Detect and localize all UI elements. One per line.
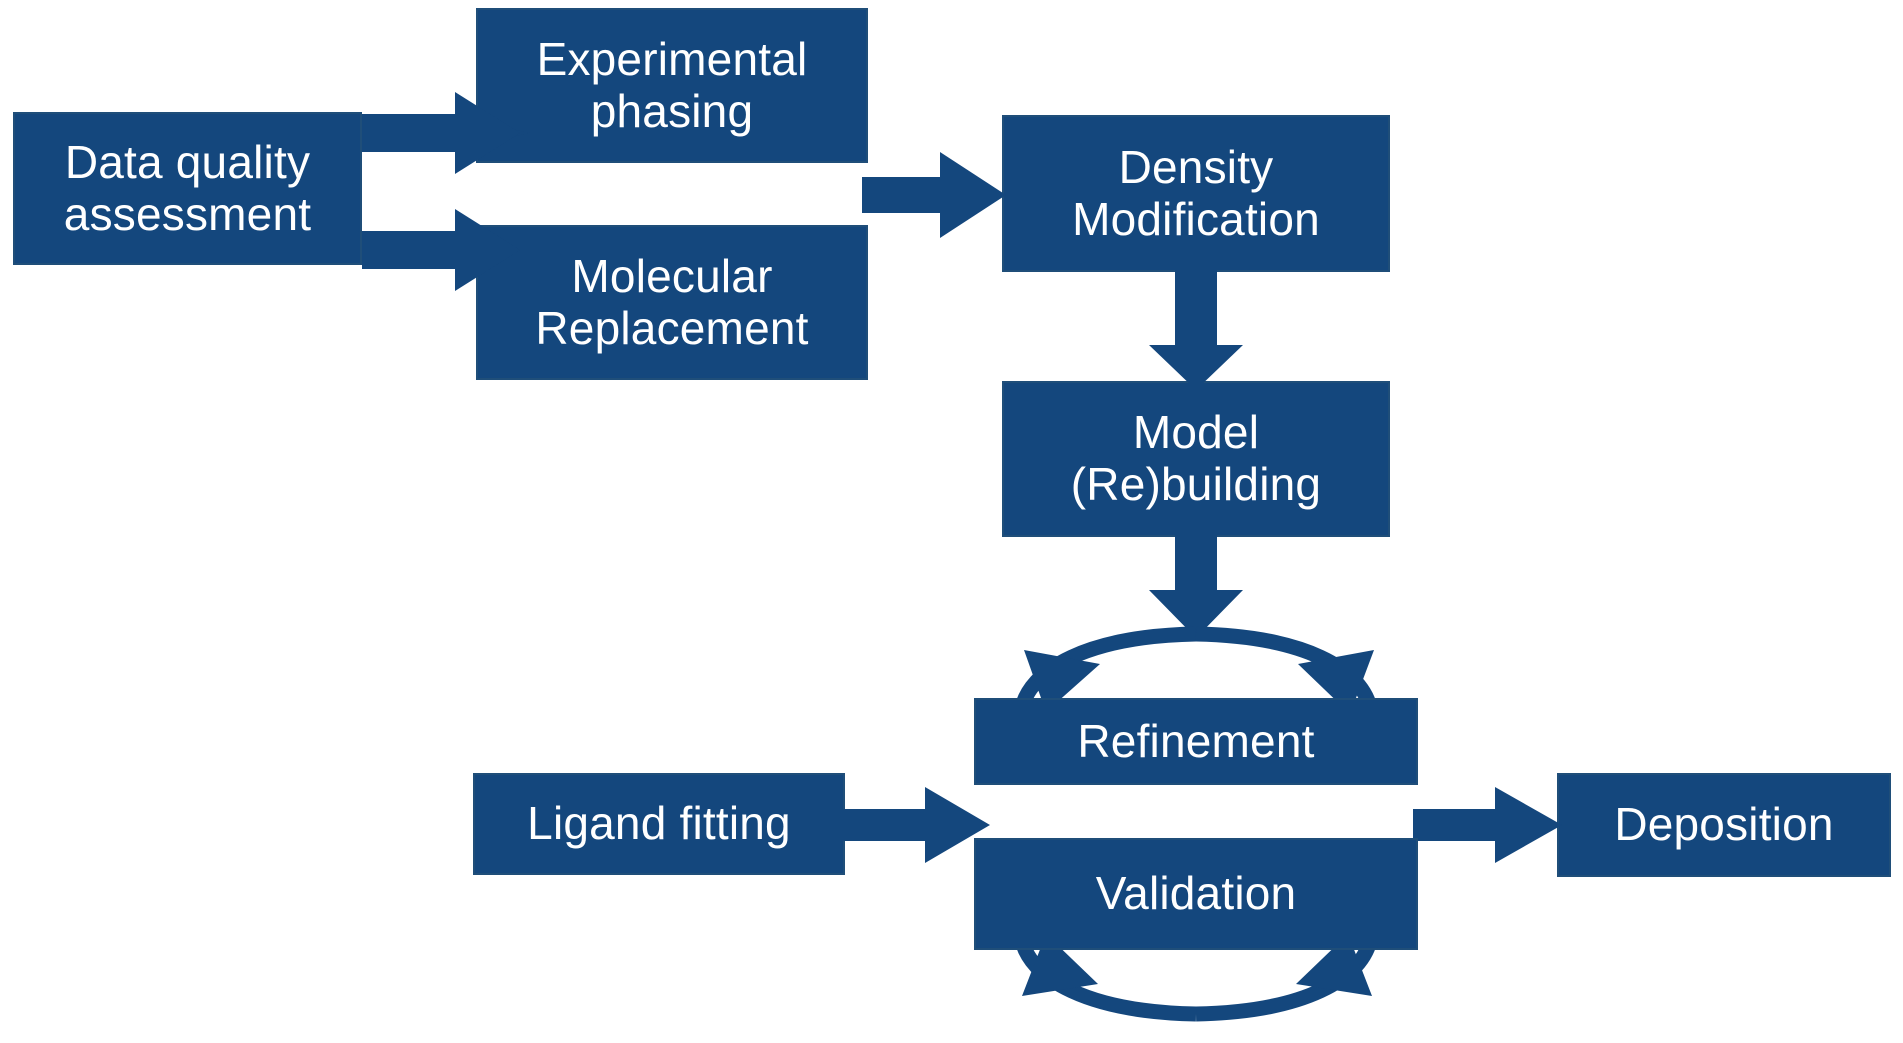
node-data-quality-assessment[interactable]: Data quality assessment (13, 112, 362, 265)
arrow-density-modification-to-model-rebuilding (1149, 268, 1243, 390)
node-molecular-replacement[interactable]: Molecular Replacement (476, 225, 868, 380)
arrow-cycle-to-deposition (1413, 787, 1562, 863)
node-validation[interactable]: Validation (974, 838, 1418, 950)
arrow-model-rebuilding-to-cycle (1149, 533, 1243, 638)
node-refinement[interactable]: Refinement (974, 698, 1418, 785)
arrow-phasing-to-density-modification (862, 152, 1006, 238)
arrow-dqa-to-experimental-phasing (362, 92, 530, 174)
node-ligand-fitting[interactable]: Ligand fitting (473, 773, 845, 875)
node-density-modification[interactable]: Density Modification (1002, 115, 1390, 272)
arrow-ligand-fitting-to-cycle (843, 787, 990, 863)
arrow-dqa-to-molecular-replacement (362, 209, 520, 291)
node-experimental-phasing[interactable]: Experimental phasing (476, 8, 868, 163)
node-deposition[interactable]: Deposition (1557, 773, 1891, 877)
cycle-arc-top-left (1013, 626, 1197, 714)
